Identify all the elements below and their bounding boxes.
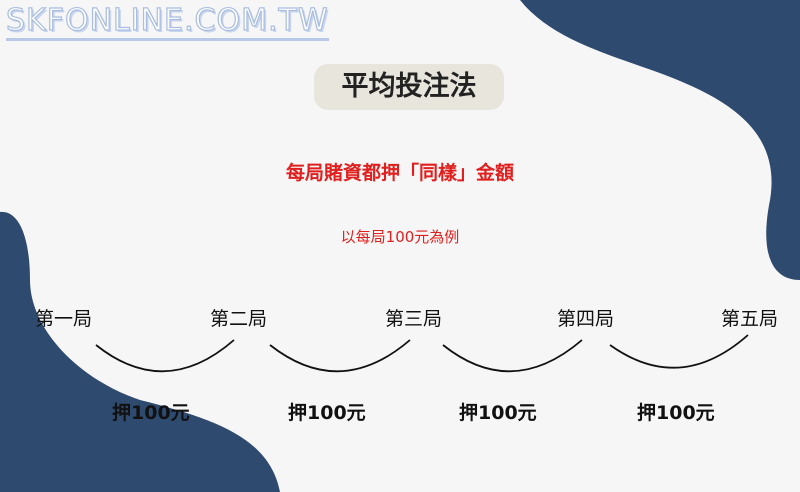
bet-4: 押100元 [637, 402, 715, 424]
bet-1: 押100元 [112, 402, 190, 424]
page-title: 平均投注法 [314, 64, 504, 110]
watermark-logo: SKFONLINE.COM.TW [5, 3, 329, 41]
bet-2: 押100元 [288, 402, 366, 424]
round-1: 第一局 [35, 308, 93, 330]
round-5: 第五局 [721, 308, 779, 330]
round-2: 第二局 [210, 308, 268, 330]
arc-1 [95, 339, 235, 373]
arc-4 [609, 334, 749, 369]
rule-text: 每局賭資都押「同樣」金額 [285, 162, 514, 184]
arcs [95, 334, 749, 373]
example-text: 以每局100元為例 [340, 228, 460, 246]
bottom-left-blob [0, 211, 280, 492]
round-3: 第三局 [385, 308, 443, 330]
arc-2 [269, 339, 411, 373]
top-right-blob [520, 0, 800, 280]
round-4: 第四局 [557, 308, 615, 330]
arc-3 [442, 339, 583, 373]
bet-3: 押100元 [459, 402, 537, 424]
